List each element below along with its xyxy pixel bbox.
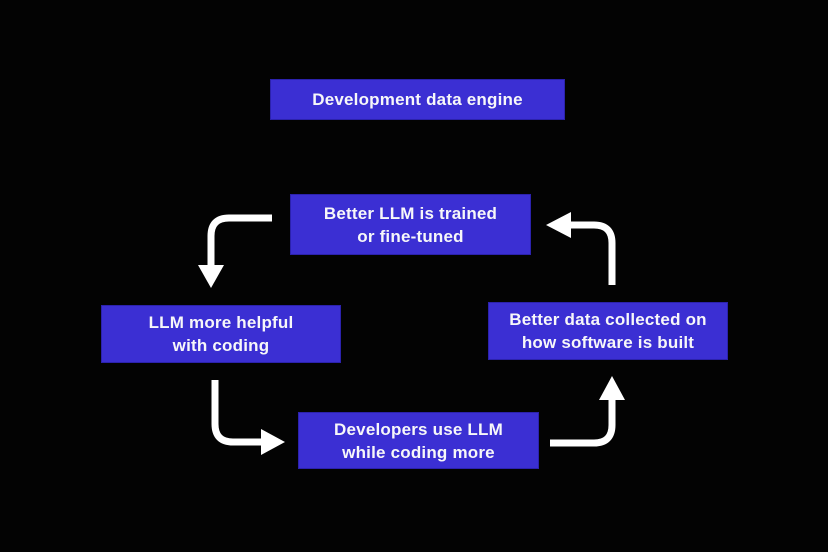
node-llm-more-helpful: LLM more helpful with coding bbox=[101, 305, 341, 363]
node-label-line: or fine-tuned bbox=[357, 226, 464, 246]
node-label-line: Better LLM is trained bbox=[323, 203, 498, 223]
node-label-line: Developers use LLM bbox=[334, 419, 503, 439]
node-developers-use-llm: Developers use LLM while coding more bbox=[298, 412, 539, 469]
node-label-line: LLM more helpful bbox=[148, 313, 294, 332]
arrow-collected-to-trained-icon bbox=[546, 212, 616, 285]
node-label-line: while coding more bbox=[342, 442, 495, 462]
arrow-helpful-to-developers-icon bbox=[211, 380, 285, 455]
node-better-data-collected: Better data collected on how software is… bbox=[488, 302, 728, 360]
node-label-line: how software is built bbox=[521, 333, 695, 352]
node-label-line: with coding bbox=[172, 336, 270, 355]
node-better-llm-trained: Better LLM is trained or fine-tuned bbox=[290, 194, 531, 255]
arrow-trained-to-helpful-icon bbox=[198, 214, 272, 288]
diagram-title: Development data engine bbox=[270, 79, 565, 120]
diagram-title-label: Development data engine bbox=[312, 90, 523, 109]
arrow-developers-to-collected-icon bbox=[550, 376, 625, 447]
node-label-line: Better data collected on bbox=[509, 310, 707, 329]
